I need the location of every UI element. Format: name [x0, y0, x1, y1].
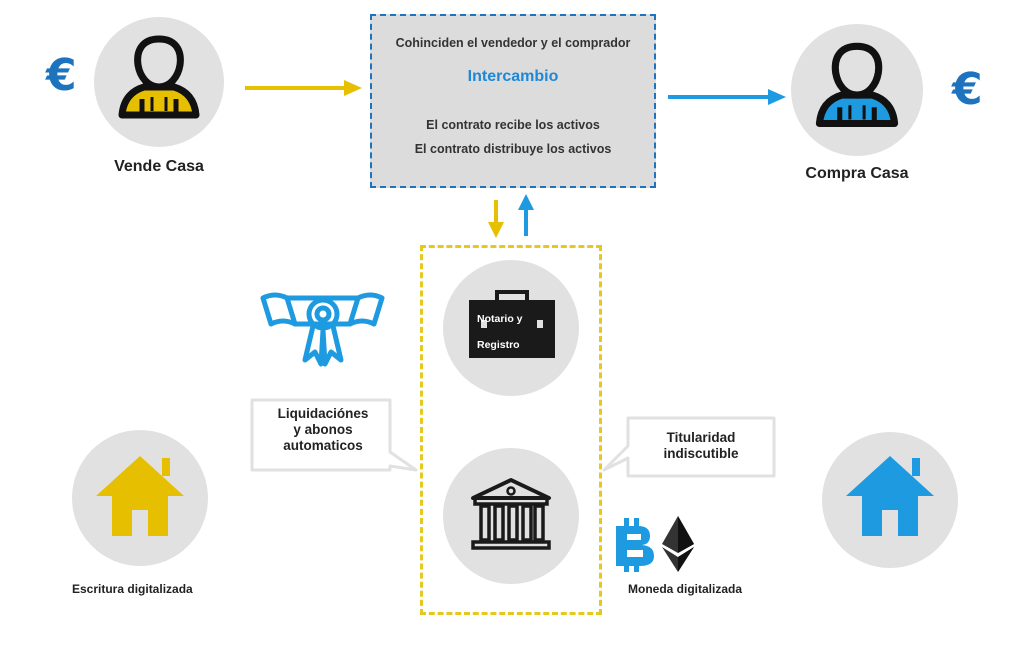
arrow-seller-to-contract	[245, 80, 362, 96]
right-bubble-line-2: indiscutible	[663, 446, 739, 461]
bank-icon	[471, 478, 551, 550]
diploma-icon	[260, 292, 385, 367]
right-house-circle	[822, 432, 958, 568]
arrow-contract-to-buyer	[668, 89, 786, 105]
person-icon	[815, 42, 899, 128]
contract-line-2: El contrato recibe los activos	[426, 118, 600, 132]
notary-label-line-2: Registro	[477, 339, 520, 351]
buyer-label: Compra Casa	[805, 165, 909, 182]
contract-line-3: El contrato distribuye los activos	[414, 142, 612, 156]
left-bubble-line-3: automaticos	[283, 438, 363, 453]
person-icon	[118, 35, 200, 119]
euro-icon-buyer: €	[952, 64, 983, 115]
right-bubble-line-1: Titularidad	[666, 430, 736, 445]
left-house-label: Escritura digitalizada	[72, 582, 193, 596]
buyer-avatar	[791, 24, 923, 156]
ethereum-icon	[662, 516, 694, 572]
notary-circle: Notario y Registro	[443, 260, 579, 396]
contract-line-1: Cohinciden el vendedor y el comprador	[395, 36, 631, 50]
left-speech-bubble	[250, 398, 418, 472]
right-bubble-text: Titularidad indiscutible	[630, 430, 772, 462]
left-house-circle	[72, 430, 208, 566]
house-icon	[96, 456, 184, 536]
left-bubble-text: Liquidaciónes y abonos automaticos	[256, 406, 390, 454]
arrow-up-blue	[518, 194, 534, 236]
left-bubble-line-1: Liquidaciónes	[277, 406, 369, 421]
contract-box: Cohinciden el vendedor y el comprador In…	[370, 14, 656, 188]
seller-label: Vende Casa	[114, 158, 204, 175]
bitcoin-icon	[616, 518, 654, 572]
notary-label: Notario y Registro	[477, 312, 523, 352]
seller-avatar	[94, 17, 224, 147]
briefcase-icon	[469, 290, 555, 358]
bank-circle	[443, 448, 579, 584]
contract-title: Intercambio	[467, 68, 559, 85]
intermediaries-box	[420, 245, 602, 615]
arrow-down-yellow	[488, 200, 504, 238]
left-bubble-line-2: y abonos	[293, 422, 353, 437]
house-icon	[846, 456, 934, 536]
right-speech-bubble	[602, 416, 776, 478]
euro-icon-seller: €	[46, 50, 77, 101]
right-house-label: Moneda digitalizada	[628, 582, 743, 596]
notary-label-line-1: Notario y	[477, 313, 523, 325]
